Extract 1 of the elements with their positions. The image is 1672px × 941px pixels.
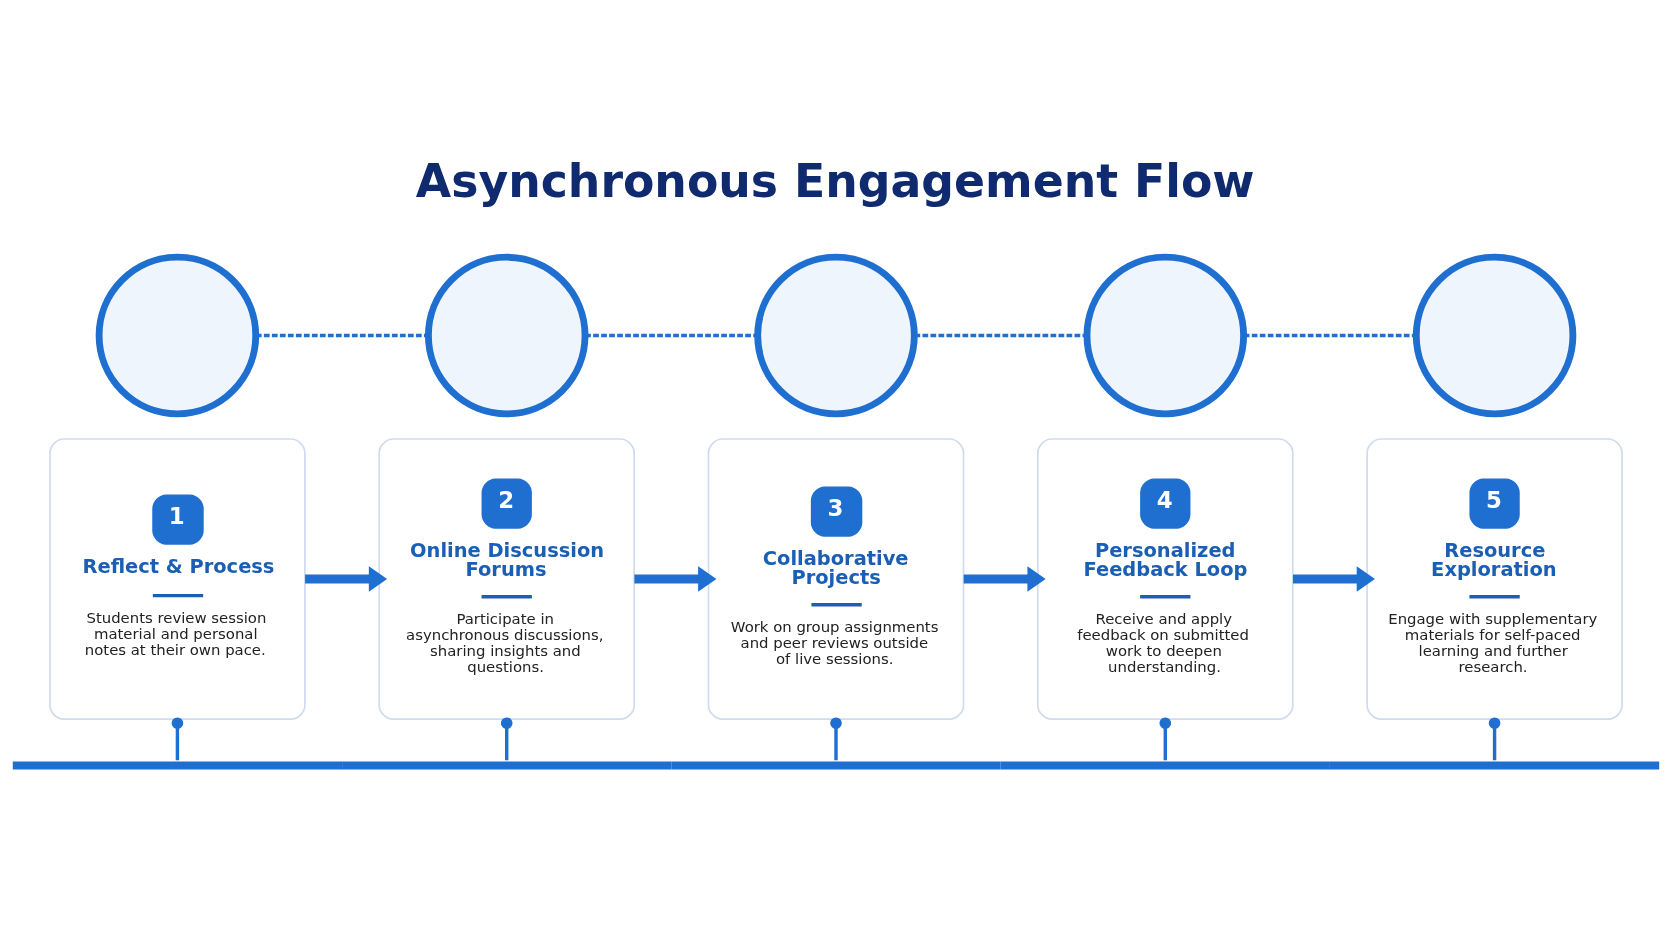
diagram-title: Asynchronous Engagement Flow — [415, 154, 1255, 208]
